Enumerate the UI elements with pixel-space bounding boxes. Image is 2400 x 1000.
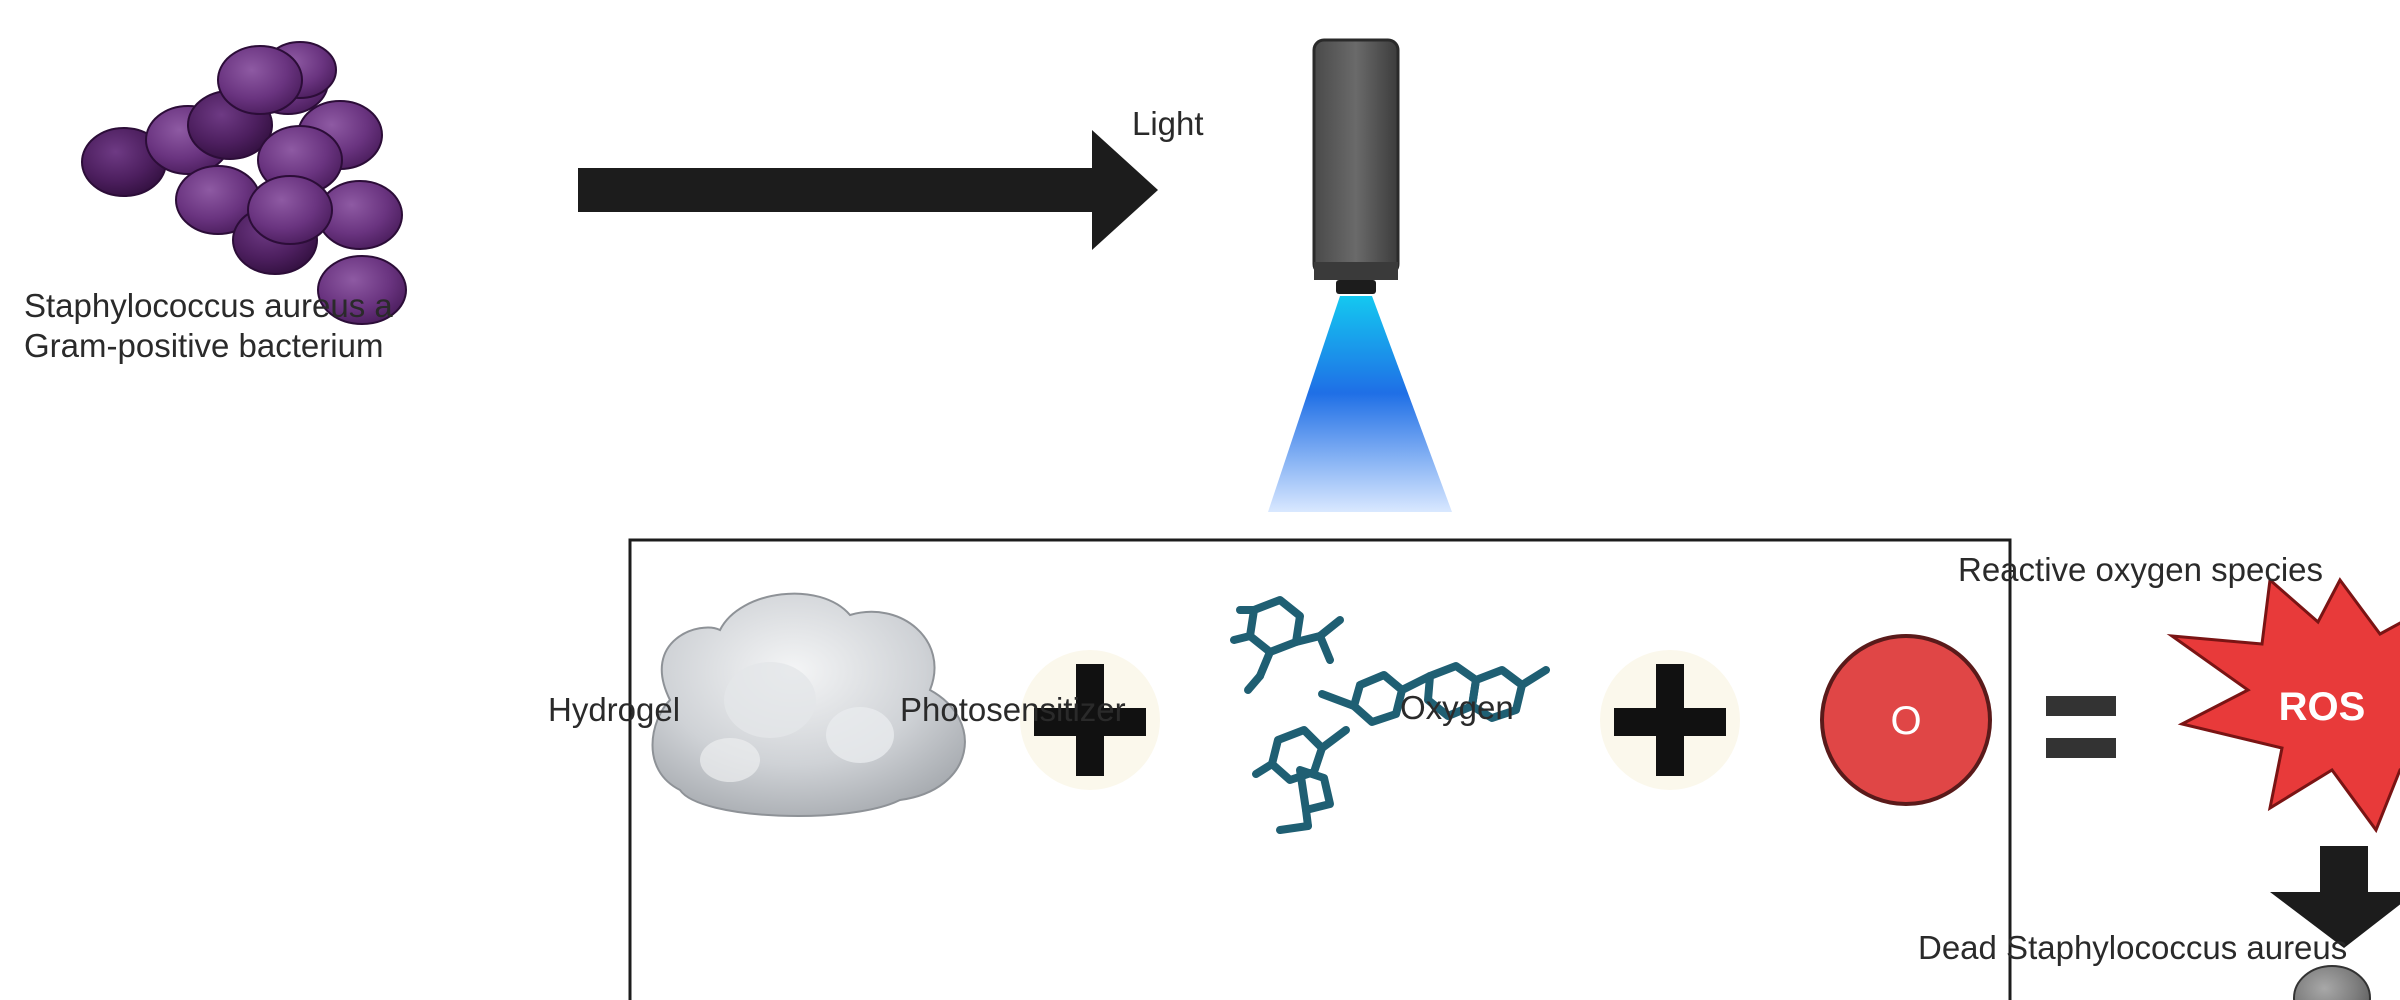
lamp-icon bbox=[1312, 38, 1400, 294]
light-beam-icon bbox=[1268, 296, 1452, 512]
oxygen-circle-icon bbox=[1820, 634, 1992, 806]
ros-starburst-icon bbox=[2166, 577, 2400, 834]
plus-sign-1 bbox=[1020, 650, 1160, 790]
process-arrow-icon bbox=[578, 130, 1158, 250]
light-label: Light bbox=[1132, 105, 1204, 142]
plus-sign-2 bbox=[1600, 650, 1740, 790]
ros-badge-label: ROS bbox=[2279, 685, 2366, 729]
live-bacteria-cluster-icon bbox=[81, 41, 407, 325]
down-arrow-icon bbox=[2270, 846, 2400, 948]
molecule-icon bbox=[1230, 596, 1550, 834]
oxygen-symbol: O bbox=[1890, 699, 1921, 743]
photosensitizer-label: Photosensitizer bbox=[900, 691, 1126, 728]
reaction-box bbox=[628, 538, 2012, 1000]
dead-bacteria-cluster-icon bbox=[2293, 965, 2371, 1000]
hydrogel-blob-icon bbox=[651, 592, 966, 818]
staph-label-line2: Gram-positive bacterium bbox=[24, 327, 384, 364]
equals-sign bbox=[2046, 696, 2116, 758]
ros-label: Reactive oxygen species bbox=[1958, 551, 2324, 588]
oxygen-label: Oxygen bbox=[1400, 689, 1514, 726]
hydrogel-label: Hydrogel bbox=[548, 691, 681, 728]
staph-label-line1: Staphylococcus aureus a bbox=[24, 287, 393, 324]
dead-bacteria-label: Dead Staphylococcus aureus bbox=[1918, 929, 2348, 966]
